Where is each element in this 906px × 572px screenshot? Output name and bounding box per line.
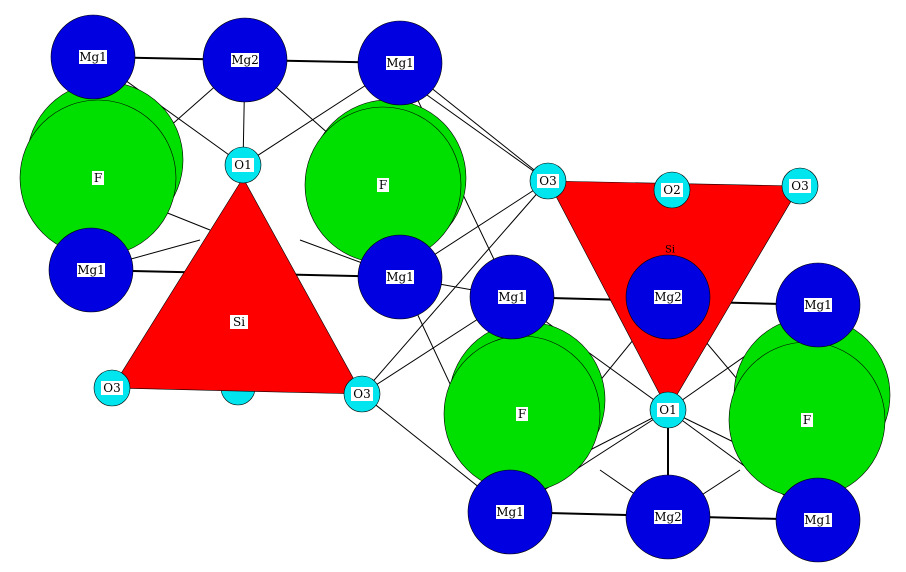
o3-label: O3 (103, 381, 120, 395)
mg1-label: Mg1 (77, 263, 105, 277)
o3-label: O3 (791, 179, 808, 193)
f-label: F (94, 171, 102, 185)
si-label-partial: Si (665, 245, 675, 256)
mg2-label: Mg2 (654, 510, 682, 524)
fluorine-atoms (19, 99, 886, 499)
atom-labels: Mg1 Mg2 Mg1 Mg1 Mg1 Mg1 Mg2 Mg1 Mg1 Mg2 … (77, 50, 832, 527)
si-label: Si (233, 315, 245, 329)
mg1-label: Mg1 (386, 270, 414, 284)
o1-label: O1 (234, 158, 251, 172)
f-label: F (803, 413, 811, 427)
mg1-label: Mg1 (79, 50, 107, 64)
mg1-label: Mg1 (804, 513, 832, 527)
f-label: F (379, 178, 387, 192)
mg1-label: Mg1 (386, 56, 414, 70)
o3-label: O3 (539, 174, 556, 188)
bond (159, 209, 211, 231)
o1-label: O1 (659, 403, 676, 417)
si-tetrahedron-left (111, 177, 363, 395)
mg1-label: Mg1 (498, 290, 526, 304)
mg2-label: Mg2 (231, 53, 259, 67)
o3-label: O3 (353, 387, 370, 401)
mg1-label: Mg1 (804, 298, 832, 312)
mg1-label: Mg1 (496, 505, 524, 519)
mg2-label: Mg2 (654, 290, 682, 304)
o2-label: O2 (663, 183, 680, 197)
f-label: F (518, 407, 526, 421)
bond (361, 180, 549, 395)
